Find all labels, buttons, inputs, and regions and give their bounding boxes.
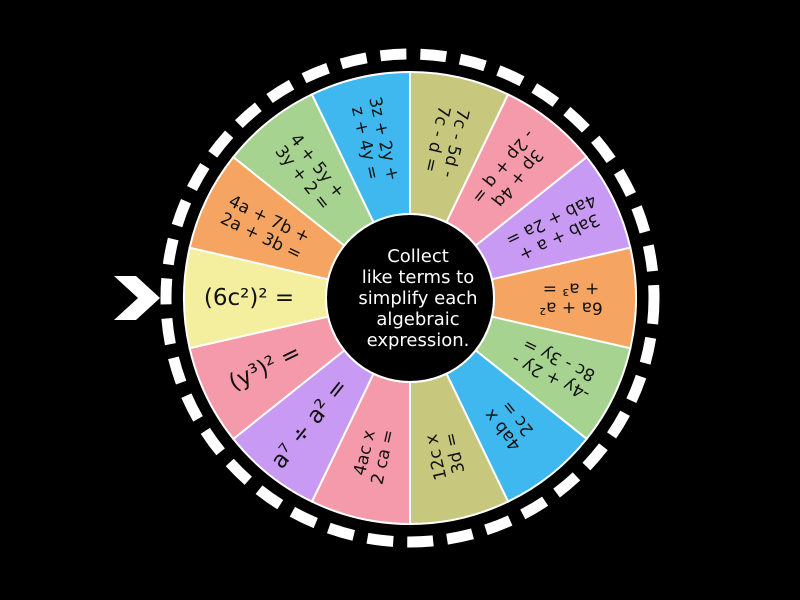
wheel-segment[interactable]: (6c²)² = (183, 246, 330, 350)
wheel-segment[interactable]: 12c x3d = (409, 372, 510, 526)
chevron-right-icon[interactable] (114, 276, 160, 320)
pointer-shape (114, 276, 160, 320)
segment-label: (6c²)² = (204, 285, 294, 311)
segment-label: 12c x3d = (422, 428, 470, 482)
wheel-segment[interactable]: 6a + a²+ a³ = (490, 246, 637, 350)
wheel-segments[interactable]: (6c²)² =4a + 7b +2a + 3b =4 + 5y +3y + 2… (183, 70, 637, 526)
wheel-segment[interactable]: 3z + 2y +z + 4y = (310, 70, 411, 224)
wheel-segment[interactable]: a⁷ ÷ a² = (231, 348, 375, 503)
hub-circle (325, 213, 495, 383)
wheel-segment[interactable]: 4 + 5y +3y + 2 = (231, 93, 375, 248)
segment-label: 6a + a²+ a³ = (539, 278, 603, 317)
wheel-rim (160, 48, 660, 548)
wheel-segment[interactable]: (y³)² = (188, 315, 346, 441)
dashed-rim (160, 48, 660, 548)
